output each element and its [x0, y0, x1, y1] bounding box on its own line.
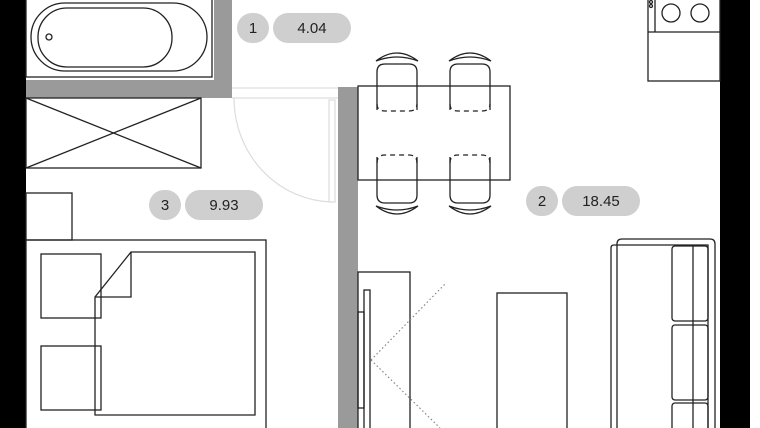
closet-door-swing — [370, 283, 446, 428]
dining-table-icon — [357, 85, 511, 181]
bathroom-wall-right — [214, 0, 232, 98]
coffee-table-icon — [496, 292, 568, 428]
bed-icon — [25, 239, 267, 428]
room-3-area: 9.93 — [185, 190, 263, 220]
bathtub-icon — [25, 0, 213, 78]
room-2-area: 18.45 — [562, 186, 640, 216]
bathroom-wall-bottom — [26, 80, 232, 98]
chair-icons — [375, 52, 492, 215]
utility-box-icon — [25, 97, 202, 169]
room-1-area: 4.04 — [273, 13, 351, 43]
cooktop-icon — [647, 0, 721, 82]
door-icon — [232, 87, 338, 203]
shelf-icon — [25, 192, 73, 241]
outer-wall-right — [720, 0, 750, 428]
sofa-icon — [610, 238, 716, 428]
room-2-number: 2 — [526, 186, 558, 216]
closet-icon — [357, 271, 411, 428]
bedroom-wall-right — [338, 87, 358, 428]
room-3-number: 3 — [149, 190, 181, 220]
outer-wall-left — [0, 0, 26, 428]
room-1-number: 1 — [237, 13, 269, 43]
